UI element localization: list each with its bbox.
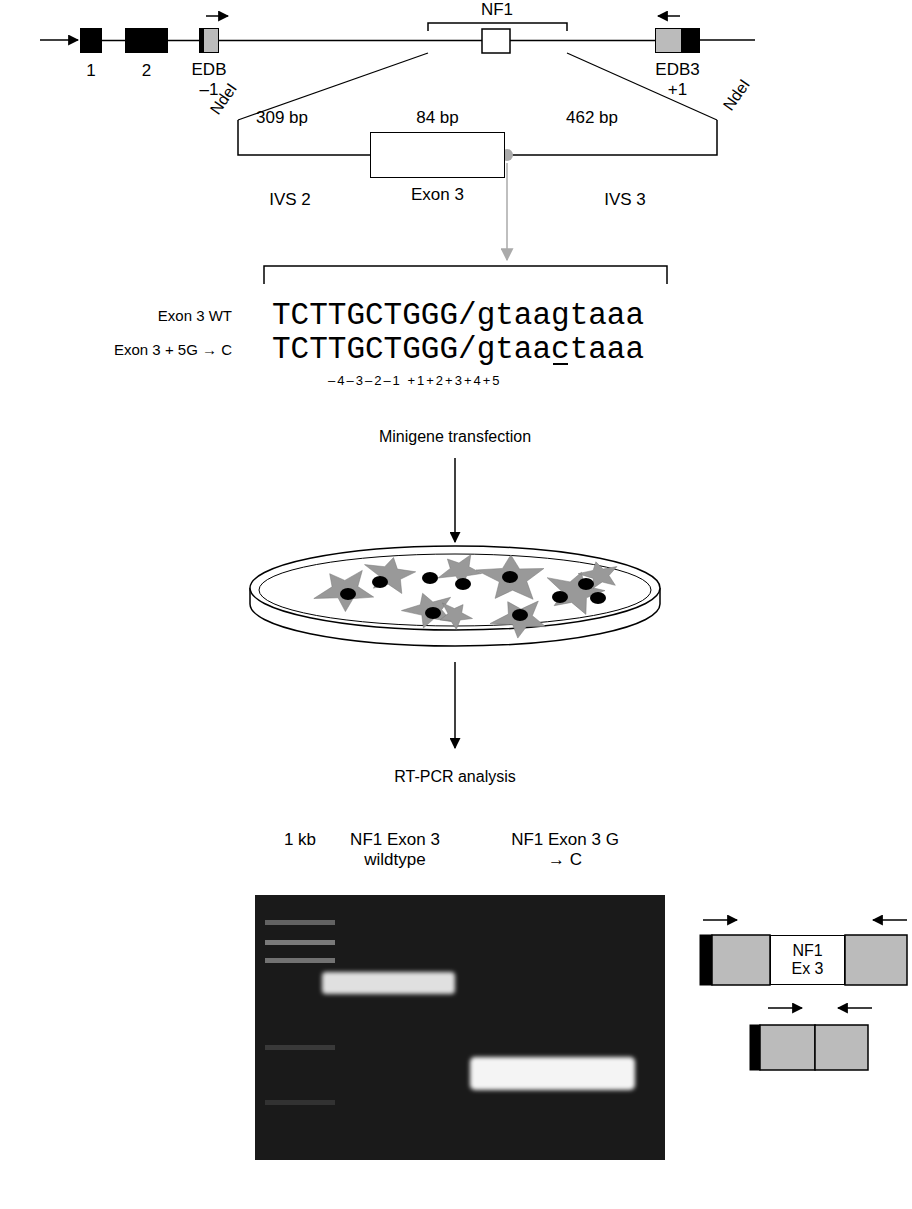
- step-label: RT-PCR analysis: [394, 768, 516, 786]
- box-label: NF1 Ex 3: [788, 942, 828, 979]
- primer-arrow: [703, 919, 737, 921]
- position-numbers: –4–3–2–1 +1+2+3+4+5: [328, 374, 502, 389]
- length-label: 462 bp: [566, 108, 618, 128]
- intron-label: IVS 2: [269, 190, 311, 210]
- product-segment: [700, 935, 712, 985]
- exon-box: 84 bpExon 3: [370, 132, 505, 178]
- dish-rim: [250, 546, 660, 630]
- sequence-name: Exon 3 WT: [158, 307, 232, 324]
- product-segment: [750, 1025, 760, 1070]
- nf1-exon-box: [482, 29, 510, 53]
- ladder-band: [265, 920, 335, 925]
- product-segment: [712, 935, 770, 985]
- genomic-line: [700, 39, 755, 41]
- vector-exon-box: EDB3 +1: [655, 28, 700, 53]
- restriction-site: NdeI: [720, 76, 754, 114]
- cell-nucleus: [552, 591, 568, 603]
- vector-exon-box: EDB –1: [199, 28, 219, 53]
- cell: [440, 603, 473, 630]
- cell-nucleus: [590, 592, 606, 604]
- sequence: TCTTGCTGGG/gtaactaaa: [272, 332, 644, 368]
- step-label: Minigene transfection: [379, 428, 531, 446]
- ladder-band: [265, 940, 335, 945]
- ladder-band: [265, 1100, 335, 1105]
- cell-nucleus: [425, 607, 441, 619]
- primer-arrow: [838, 1007, 872, 1009]
- exon-label: Exon 3: [411, 185, 464, 205]
- cell: [365, 558, 416, 594]
- intron-line: [168, 40, 199, 42]
- mutation-underline: [553, 363, 568, 365]
- sequence: TCTTGCTGGG/gtaagtaaa: [272, 298, 644, 334]
- sequence-name: Exon 3 + 5G → C: [114, 341, 232, 358]
- product-segment: [760, 1025, 815, 1070]
- lane-label: 1 kb: [284, 830, 316, 850]
- cell-nucleus: [422, 572, 438, 584]
- lane-label: NF1 Exon 3 wildtype: [340, 830, 450, 869]
- exon-box: 2: [125, 28, 168, 53]
- length-label: 309 bp: [256, 108, 308, 128]
- exon-box: 1: [80, 28, 102, 53]
- exon-label: 2: [142, 61, 151, 81]
- cell-nucleus: [455, 578, 471, 590]
- cell-nucleus: [512, 609, 528, 621]
- gel: [255, 895, 665, 1160]
- product-segment: [815, 1025, 868, 1070]
- product-exon-box: NF1 Ex 3: [770, 935, 845, 985]
- intron-line: [219, 40, 655, 42]
- primer-arrow: [873, 919, 907, 921]
- flow-arrow: [454, 458, 456, 542]
- primer-arrow: [658, 15, 680, 17]
- intron-label: IVS 3: [604, 190, 646, 210]
- primer-arrow: [206, 15, 228, 17]
- gel-band: [322, 972, 455, 994]
- ladder-band: [265, 1045, 335, 1050]
- flow-arrow: [454, 662, 456, 748]
- cell: [490, 601, 546, 638]
- gene-label: NF1: [481, 0, 513, 20]
- cell-nucleus: [502, 571, 518, 583]
- exon-label: 84 bp: [416, 108, 459, 128]
- cell: [476, 555, 544, 599]
- gel-band: [470, 1057, 635, 1090]
- cell-nucleus: [578, 578, 594, 590]
- sequence-bracket: [264, 266, 667, 284]
- exon-label: 1: [86, 61, 95, 81]
- exon-label: EDB3 +1: [655, 60, 699, 99]
- cell-nucleus: [340, 588, 356, 600]
- lane-label: NF1 Exon 3 G → C: [510, 830, 620, 869]
- ladder-band: [265, 958, 335, 963]
- product-segment: [845, 935, 907, 985]
- intron-line: [102, 40, 125, 42]
- cell: [401, 593, 451, 628]
- cell-nucleus: [372, 576, 388, 588]
- transcript-start-arrow: [40, 39, 78, 41]
- zoom-arrow: [506, 163, 508, 260]
- cell: [314, 570, 374, 611]
- primer-arrow: [768, 1007, 802, 1009]
